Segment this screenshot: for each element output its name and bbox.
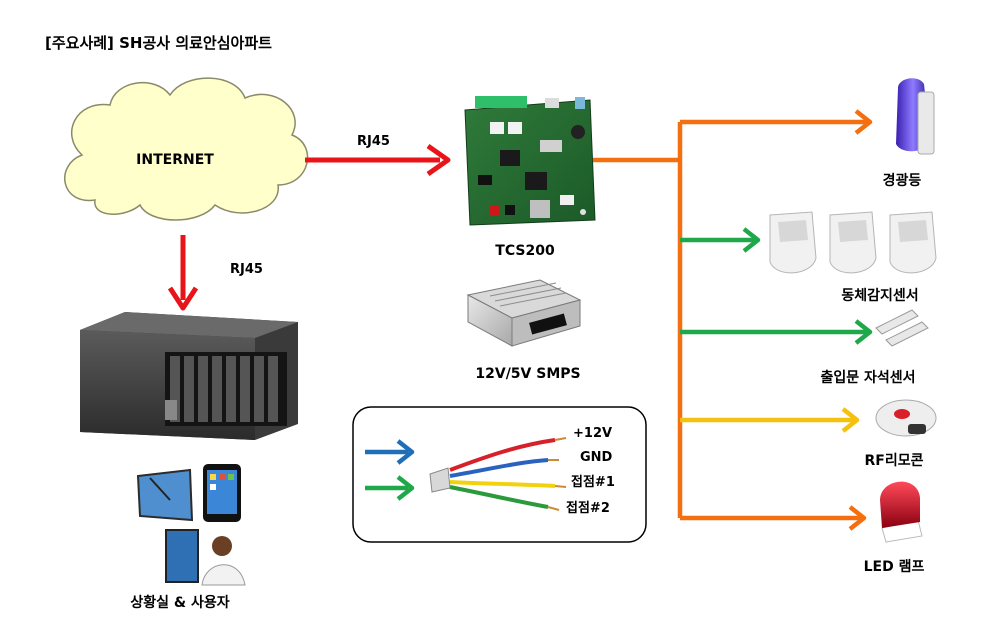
output-bus [593,109,873,531]
green-input-arrow [365,475,415,501]
page-title: [주요사례] SH공사 의료안심아파트 [45,34,272,52]
cable-wires-image [429,437,567,511]
internet-label: INTERNET [136,152,214,168]
tablet-image [136,468,194,522]
wire-contact2-label: 접점#2 [566,500,610,516]
rf-remote-image [875,399,937,437]
tcs200-board-image [464,96,596,226]
smartphone-image [203,464,241,522]
rj45-arrow-down [167,235,199,311]
rj45-left-label: RJ45 [230,262,263,277]
wire-12v-label: +12V [573,426,612,441]
rf-remote-label: RF리모콘 [865,453,924,469]
wire-contact1-label: 접점#1 [571,474,615,490]
wire-gnd-label: GND [580,450,613,465]
control-room-label: 상황실 & 사용자 [130,594,229,611]
server-nas-image [80,312,298,440]
strobe-light-image [896,78,935,155]
door-sensor-image [875,309,929,347]
led-lamp-image [880,481,923,543]
rj45-top-label: RJ45 [357,134,390,149]
blue-input-arrow [365,439,415,465]
led-lamp-label: LED 램프 [864,558,925,575]
internet-cloud: INTERNET [64,77,309,221]
door-sensor-label: 출입문 자석센서 [820,369,915,386]
motion-sensors-image [769,211,937,274]
smps-image [466,279,582,347]
rj45-arrow-right [305,143,451,177]
strobe-label: 경광등 [883,172,922,189]
smps-label: 12V/5V SMPS [475,366,580,382]
tcs200-label: TCS200 [495,243,555,259]
operator-person-image [165,529,246,586]
motion-sensor-label: 동체감지센서 [841,287,918,304]
cable-wiring-box: +12V GND 접점#1 접점#2 [352,406,647,543]
